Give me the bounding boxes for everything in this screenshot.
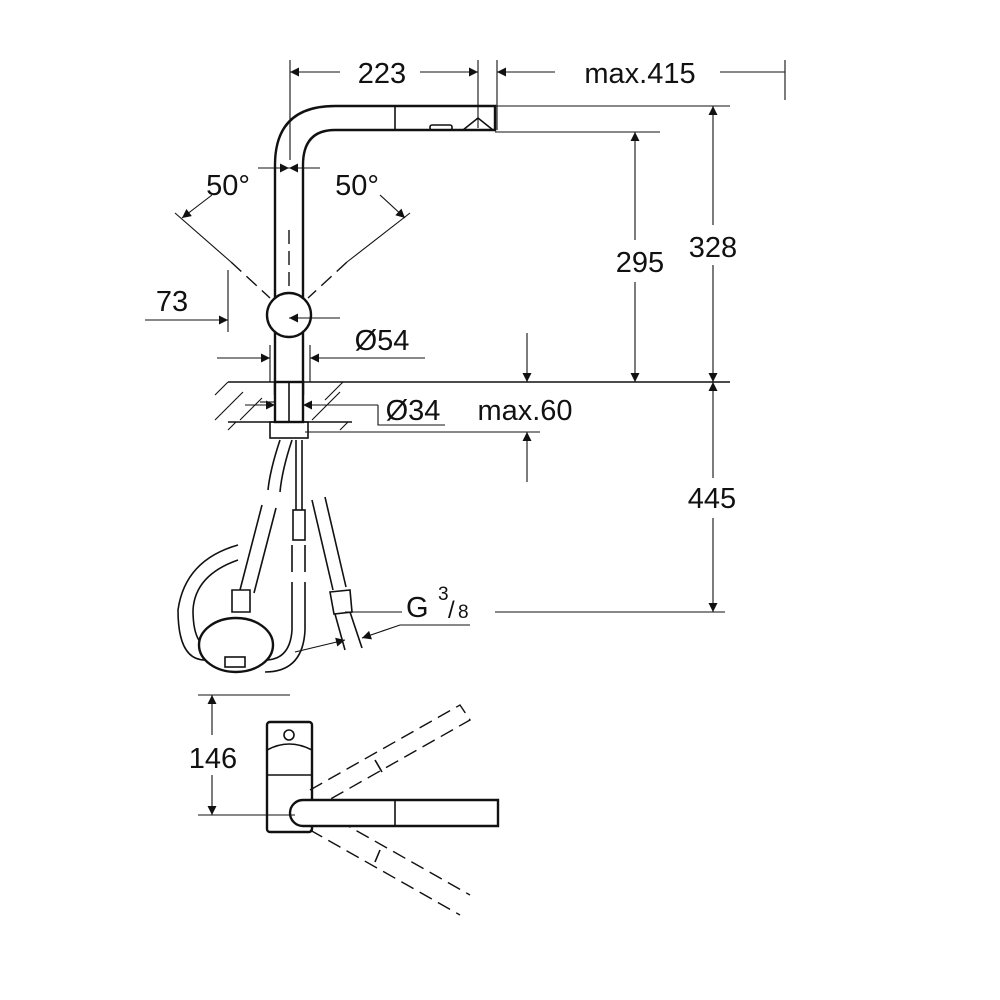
dim-73-label: 73: [156, 286, 188, 318]
dim-max-415-label: max.415: [584, 58, 695, 90]
thread-fraction-slash: /: [448, 597, 455, 624]
dim-max-60-label: max.60: [477, 395, 572, 427]
faucet-side-view: [177, 104, 497, 674]
faucet-top-view: [265, 704, 500, 916]
dim-146-label: 146: [189, 743, 237, 775]
dimension-max-60: max.60: [305, 333, 573, 482]
angle-right-label: 50°: [335, 170, 379, 202]
dimension-diameter-54: Ø54: [217, 325, 425, 382]
countertop: [214, 381, 730, 431]
dimension-146: 146: [189, 694, 295, 816]
dim-445-label: 445: [688, 483, 736, 515]
dimension-angles: 50° 50°: [174, 163, 411, 263]
dim-295-label: 295: [616, 247, 664, 279]
thread-g-label: G: [406, 592, 429, 624]
dimension-connection-thread: G 3 / 8: [294, 584, 470, 653]
dim-328-label: 328: [689, 232, 737, 264]
dimension-max-415: max.415: [496, 58, 786, 130]
dimension-heights: 295 328 445: [495, 105, 737, 613]
dim-diameter-54-label: Ø54: [355, 325, 410, 357]
thread-numerator: 3: [438, 584, 449, 605]
dim-diameter-34-label: Ø34: [386, 395, 441, 427]
dimension-223: 223: [289, 58, 479, 160]
dim-223-label: 223: [358, 58, 406, 90]
angle-left-label: 50°: [206, 170, 250, 202]
dimension-diameter-34: Ø34: [245, 395, 445, 427]
handle-ball: [265, 291, 313, 339]
thread-denominator: 8: [458, 602, 469, 623]
dimension-73: 73: [145, 270, 340, 332]
